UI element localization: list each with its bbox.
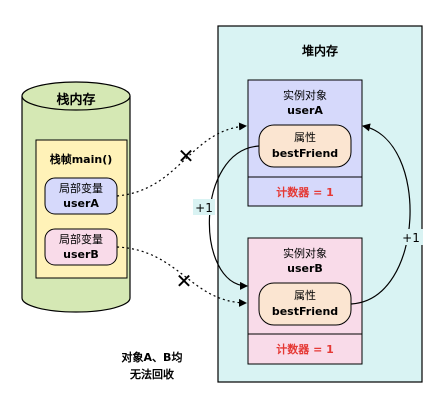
local-variable-a: 局部变量 userA (44, 177, 118, 215)
instance-object-b: 实例对象 userB 属性 bestFriend 计数器 = 1 (247, 237, 363, 365)
cross-mark-a-icon: ✕ (178, 144, 195, 168)
stack-title: 栈内存 (56, 92, 95, 108)
right-label-bg (401, 229, 423, 245)
note-line-2: 无法回收 (129, 367, 174, 381)
object-b-property-name: bestFriend (272, 305, 338, 318)
circular-reference-b-to-a (350, 123, 411, 305)
circular-reference-left-label: +1 (195, 201, 213, 215)
cross-mark-b-icon: ✕ (176, 269, 193, 293)
object-b-counter: 计数器 = 1 (276, 342, 334, 356)
object-b-property-label: 属性 (294, 288, 316, 302)
note-line-1: 对象A、B均 (122, 350, 183, 364)
instance-object-a: 实例对象 userA 属性 bestFriend 计数器 = 1 (247, 79, 363, 207)
reference-arrow-userA (116, 122, 247, 197)
local-variable-a-name: userA (63, 197, 99, 210)
local-variable-b: 局部变量 userB (44, 228, 118, 266)
object-a-property-label: 属性 (294, 130, 316, 144)
object-b-header-label: 实例对象 (283, 246, 327, 260)
local-variable-b-label: 局部变量 (59, 232, 103, 246)
reference-arrow-userB (116, 246, 247, 307)
object-a-counter: 计数器 = 1 (276, 185, 334, 199)
local-variable-b-name: userB (63, 248, 99, 261)
left-label-bg (193, 199, 215, 215)
object-a-header-label: 实例对象 (283, 88, 327, 102)
heap-title: 堆内存 (302, 43, 338, 58)
local-variable-a-label: 局部变量 (59, 181, 103, 195)
circular-reference-a-to-b (208, 145, 260, 290)
object-b-header-name: userB (287, 262, 323, 275)
stack-cylinder-top (21, 81, 131, 111)
circular-reference-right-label: +1 (402, 231, 420, 245)
object-a-property-name: bestFriend (272, 147, 338, 160)
stack-frame: 栈帧main() 局部变量 userA 局部变量 userB (35, 139, 128, 279)
stack-frame-title: 栈帧main() (50, 152, 113, 166)
object-a-header-name: userA (287, 104, 323, 117)
